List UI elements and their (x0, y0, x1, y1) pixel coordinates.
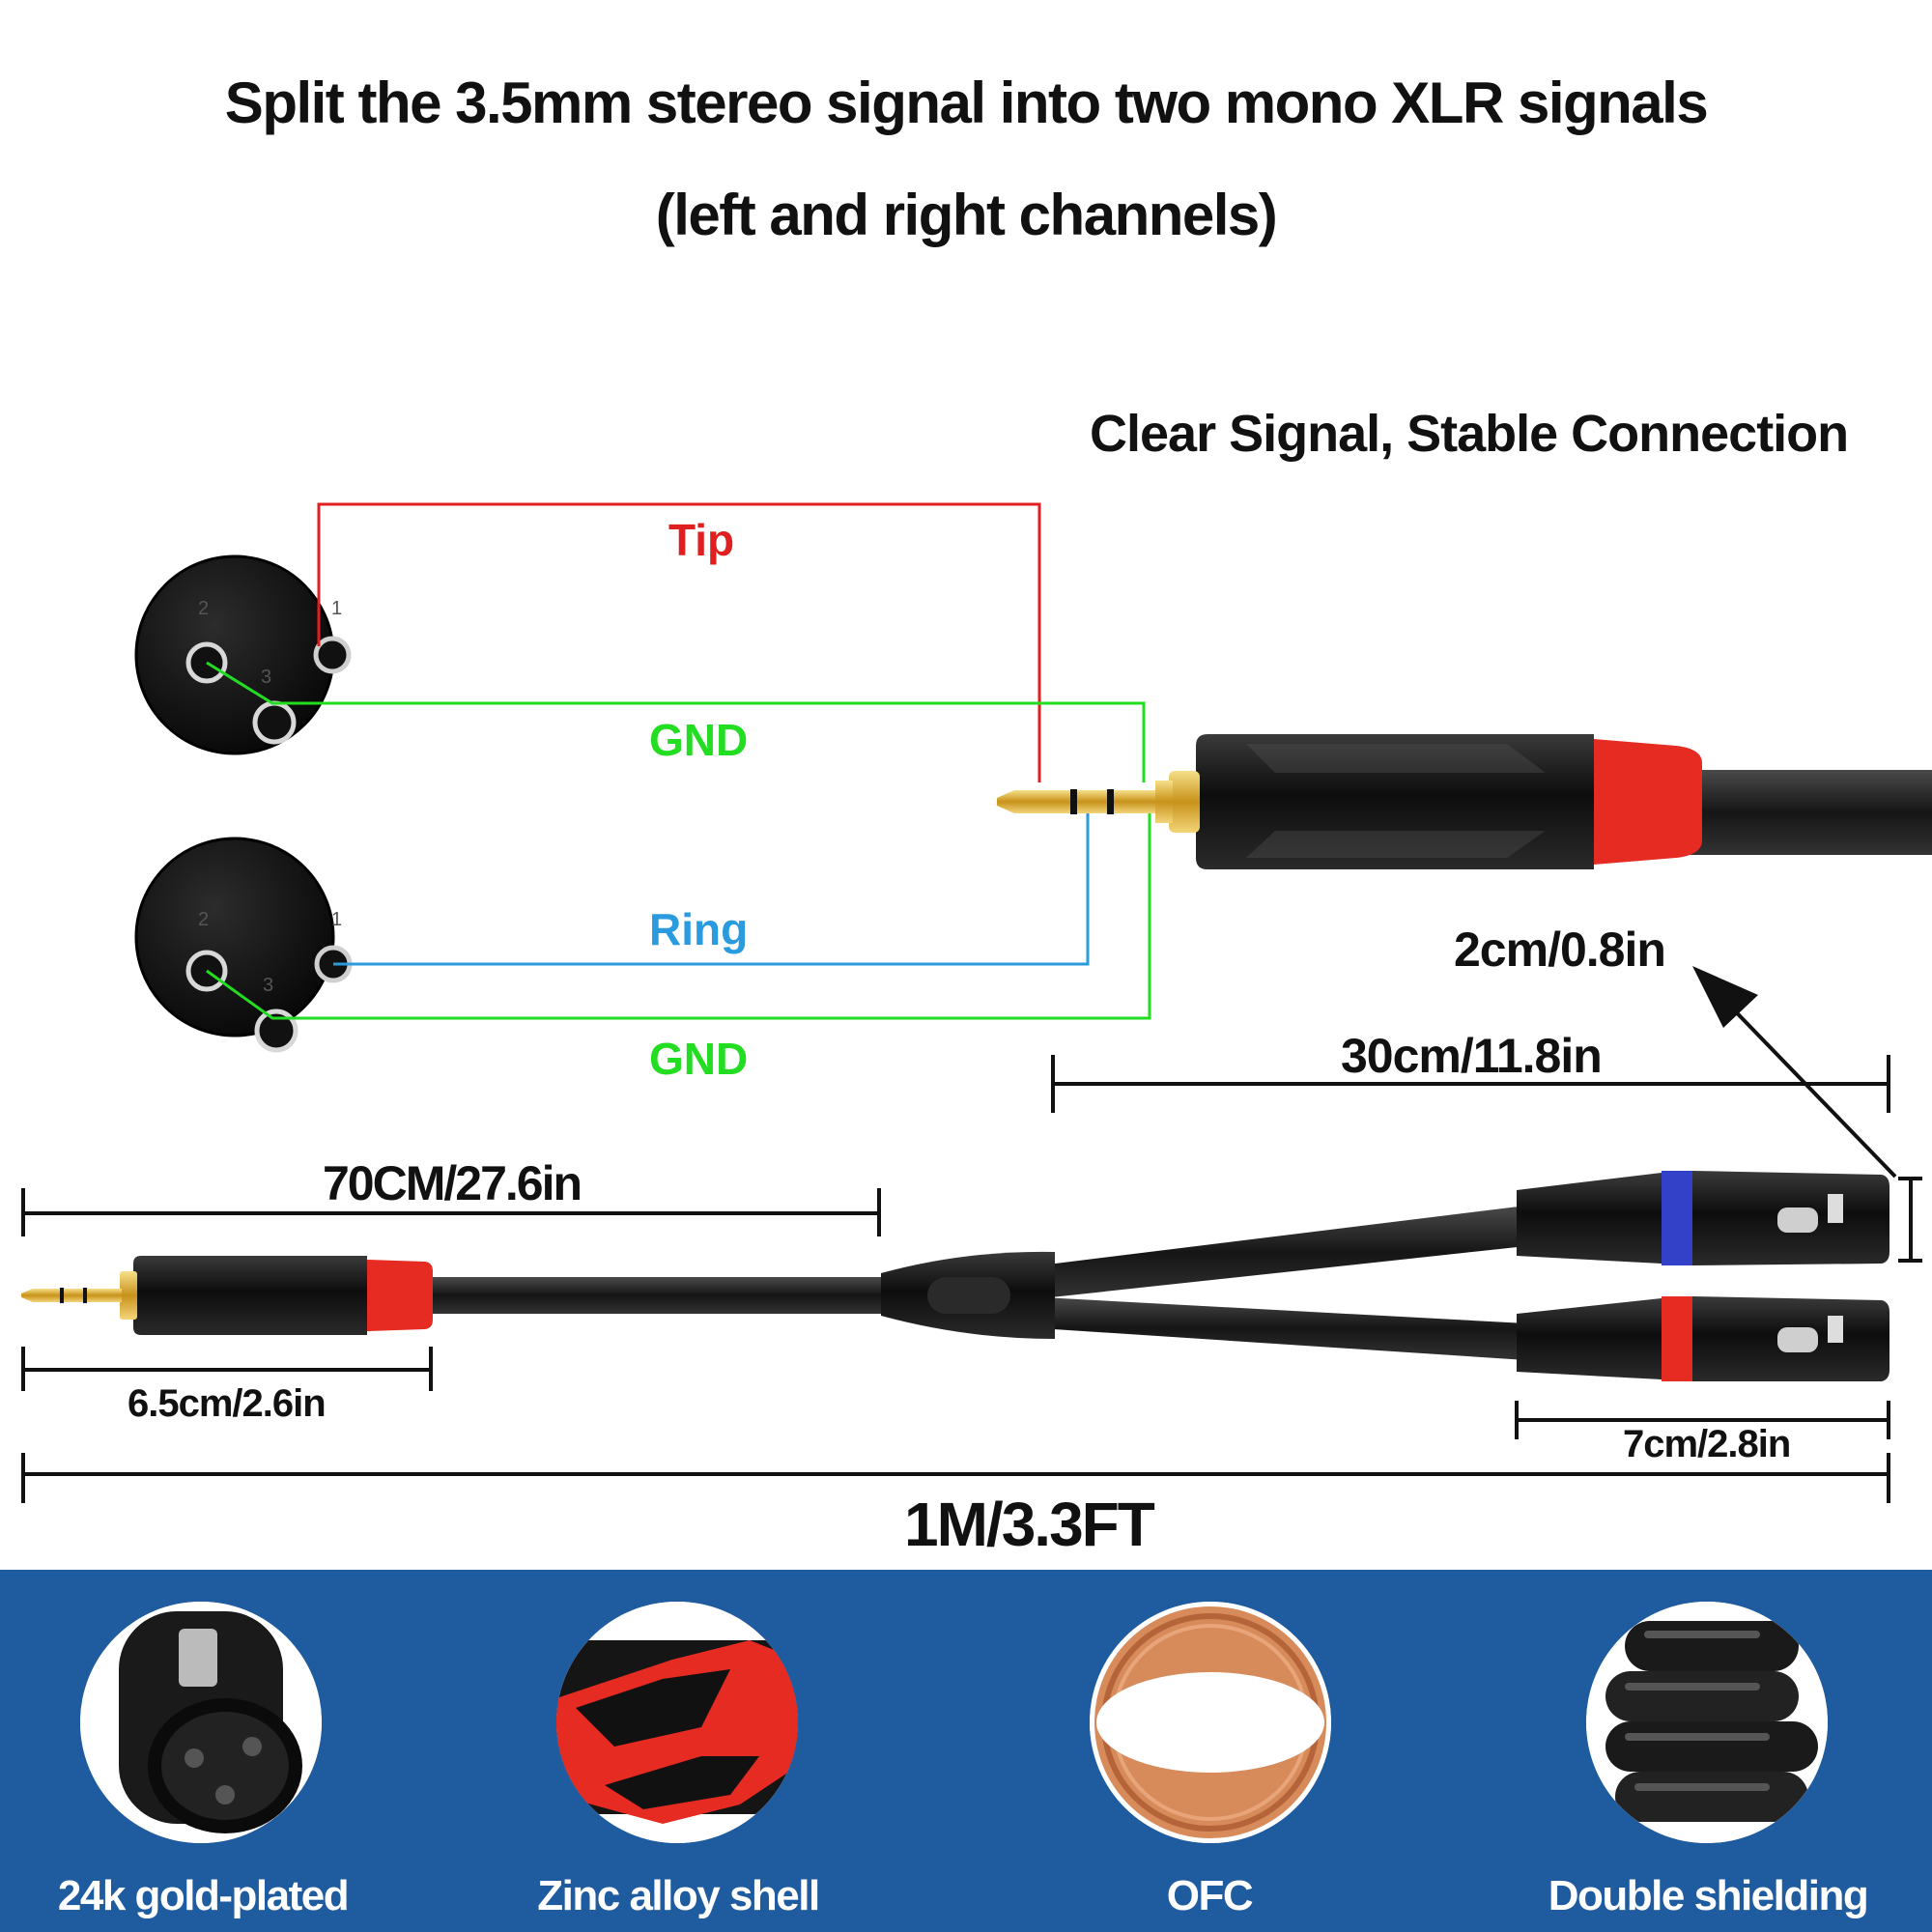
dim-plug-body: 6.5cm/2.6in (128, 1382, 326, 1425)
feature-label-ofc: OFC (1166, 1872, 1254, 1919)
gnd-wire-top (206, 661, 1146, 782)
gnd-label-bottom: GND (649, 1034, 748, 1084)
wiring-and-cable-drawing: 1 2 3 1 2 3 Tip GND Ring G (21, 502, 1932, 1559)
xlr-face-right-channel: 1 2 3 (134, 837, 353, 1053)
pin-number-1: 1 (331, 909, 342, 930)
cable-assembly (21, 1171, 1889, 1381)
pin-number-2: 2 (198, 909, 209, 930)
dim-plug-length: 2cm/0.8in (1454, 923, 1665, 977)
pin-number-3: 3 (263, 975, 273, 996)
xlr-face-left-channel: 1 2 3 (134, 554, 352, 755)
ring-wire (333, 810, 1090, 966)
arrow-head-icon (1692, 966, 1758, 1028)
xlr-female-connector-red (1517, 1296, 1889, 1381)
feature-label-gold-plated: 24k gold-plated (57, 1872, 350, 1919)
red-shell-closeup-icon (556, 1602, 798, 1843)
ring-label: Ring (649, 904, 748, 954)
pin-number-3: 3 (261, 667, 271, 688)
xlr-pin-3 (254, 1009, 298, 1053)
xlr-female-connector-blue (1517, 1171, 1889, 1265)
pin-number-1: 1 (331, 598, 342, 619)
tip-label: Tip (668, 515, 734, 565)
pin-number-2: 2 (198, 598, 209, 619)
tip-wire (317, 502, 1041, 782)
gnd-wire-bottom (206, 810, 1151, 1020)
gnd-label-top: GND (649, 715, 748, 765)
feature-label-zinc-shell: Zinc alloy shell (537, 1872, 820, 1919)
dim-main-length: 70CM/27.6in (323, 1156, 581, 1210)
large-3.5mm-plug (997, 734, 1932, 869)
dimension-lines (21, 993, 1922, 1503)
copper-wire-coil-icon (1090, 1602, 1331, 1843)
wiring-lines (206, 502, 1151, 1020)
xlr-female-closeup-icon (80, 1602, 322, 1843)
dim-total-length: 1M/3.3FT (904, 1490, 1155, 1559)
dim-split-length: 30cm/11.8in (1341, 1029, 1602, 1083)
title-line-2: (left and right channels) (655, 183, 1278, 247)
tagline: Clear Signal, Stable Connection (1090, 405, 1849, 463)
feature-label-double-shielding: Double shielding (1548, 1872, 1869, 1919)
xlr-pin-1 (313, 636, 352, 674)
dim-xlr-body: 7cm/2.8in (1623, 1423, 1790, 1465)
xlr-pin-3 (252, 700, 297, 745)
cable-coil-icon (1586, 1602, 1828, 1843)
title-line-1: Split the 3.5mm stereo signal into two m… (224, 71, 1709, 135)
small-3.5mm-plug (21, 1256, 433, 1335)
